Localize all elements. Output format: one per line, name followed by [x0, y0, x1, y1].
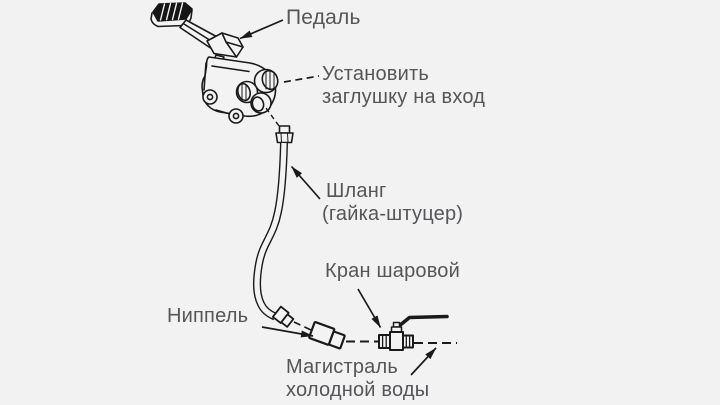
pedal-label: Педаль [286, 6, 361, 29]
ball-valve-drawing [378, 314, 449, 351]
pedal-leader-arrow [239, 19, 284, 40]
cold-water-leader-arrow [410, 347, 437, 376]
hose-drawing [252, 142, 288, 321]
nipple-leader-arrow [261, 326, 314, 338]
ball-valve-leader-arrow [357, 288, 382, 328]
hose-end-fitting-drawing [271, 305, 295, 328]
hose-leader-arrow [290, 165, 321, 200]
cold-water-main-label-line2: холодной воды [286, 379, 430, 401]
ball-valve-label: Кран шаровой [325, 260, 461, 282]
ball-valve-handle [397, 314, 449, 328]
hose-nut-drawing [275, 125, 294, 144]
inlet-plug-label-line2: заглушку на вход [322, 86, 486, 108]
leader-arrows [239, 19, 437, 376]
dashed-lines [265, 75, 457, 344]
outlet-dashed-line [265, 107, 280, 127]
hose-label: Шланг (гайка-штуцер) [322, 180, 463, 226]
inlet-plug-label-line1: Установить [322, 63, 429, 85]
plug-dashed-leader [283, 75, 320, 83]
nipple-label: Ниппель [167, 305, 249, 327]
hose-to-nipple-dashed-line [293, 321, 312, 331]
hose-label-line2: (гайка-штуцер) [322, 203, 464, 225]
nipple-drawing [308, 321, 346, 350]
cold-water-main-label-line1: Магистраль [286, 356, 398, 378]
valve-body-drawing [201, 56, 279, 124]
cold-water-main-label: Магистраль холодной воды [286, 356, 429, 402]
inlet-plug-label: Установить заглушку на вход [322, 63, 485, 109]
hose-label-line1: Шланг [326, 180, 387, 202]
pedal-drawing [150, 2, 244, 67]
inlet-ports-drawing [235, 68, 279, 114]
